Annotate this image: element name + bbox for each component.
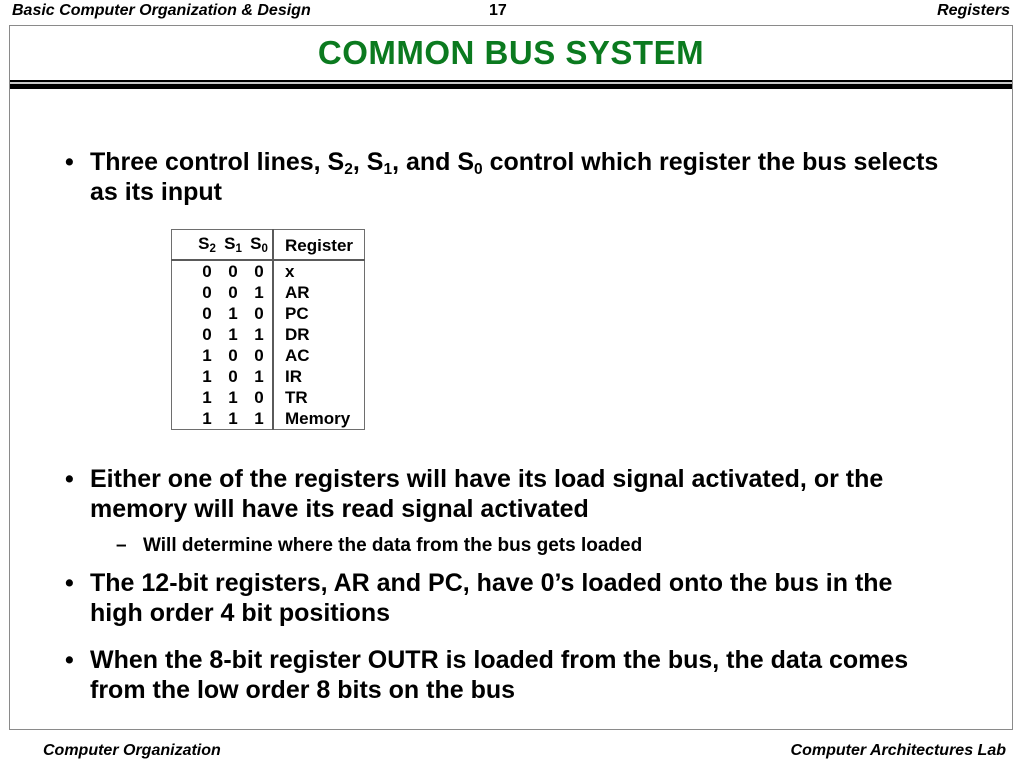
- bit-s0: 1: [254, 409, 264, 428]
- table-header-register: Register: [272, 229, 365, 261]
- title-rule-gap: [10, 82, 1012, 84]
- table-header-row: S2 S1 S0 Register: [171, 229, 365, 261]
- row-register: Memory: [272, 408, 365, 430]
- bullet-text-2: Either one of the registers will have it…: [90, 465, 884, 523]
- footer-right-label: Computer Architectures Lab: [790, 742, 1006, 759]
- bit-s2: 0: [202, 304, 212, 323]
- header-section-label: Registers: [937, 2, 1010, 19]
- bullet-marker-icon: •: [65, 569, 74, 597]
- row-register: AC: [272, 345, 365, 366]
- running-footer: Computer Organization Computer Architect…: [0, 742, 1024, 764]
- subbullet-item-1: – Will determine where the data from the…: [116, 533, 916, 558]
- bit-s2: 0: [202, 325, 212, 344]
- title-rule-thick: [10, 84, 1012, 89]
- bullet-text-3: The 12-bit registers, AR and PC, have 0’…: [90, 569, 893, 627]
- header-s2: S2: [198, 234, 216, 255]
- bullet-marker-icon: •: [65, 465, 74, 493]
- row-register: DR: [272, 324, 365, 345]
- running-header: Basic Computer Organization & Design 17 …: [0, 2, 1024, 24]
- table-head: S2 S1 S0 Register: [171, 229, 365, 261]
- bit-s0: 1: [254, 283, 264, 302]
- bit-s0: 1: [254, 367, 264, 386]
- bit-s1: 1: [228, 409, 238, 428]
- bit-s2: 0: [202, 262, 212, 281]
- row-register: x: [272, 260, 365, 282]
- bit-s1: 0: [228, 262, 238, 281]
- header-page-number: 17: [489, 2, 507, 19]
- bit-s1: 0: [228, 367, 238, 386]
- bit-s1: 1: [228, 325, 238, 344]
- bit-s2: 1: [202, 409, 212, 428]
- footer-left-label: Computer Organization: [43, 742, 221, 759]
- bullet-item-3: • The 12-bit registers, AR and PC, have …: [60, 568, 920, 628]
- slide-content: • Three control lines, S2, S1, and S0 co…: [10, 89, 1012, 729]
- bit-s2: 1: [202, 367, 212, 386]
- bullet-item-2: • Either one of the registers will have …: [60, 464, 920, 524]
- slide-frame: COMMON BUS SYSTEM • Three control lines,…: [9, 25, 1013, 730]
- title-rule-thin: [10, 80, 1012, 82]
- bit-s1: 1: [228, 304, 238, 323]
- bullet-marker-icon: •: [65, 646, 74, 674]
- row-register: TR: [272, 387, 365, 408]
- row-register: IR: [272, 366, 365, 387]
- row-register: AR: [272, 282, 365, 303]
- row-register: PC: [272, 303, 365, 324]
- title-block: COMMON BUS SYSTEM: [10, 26, 1012, 79]
- page-title: COMMON BUS SYSTEM: [317, 33, 705, 71]
- bit-s2: 0: [202, 283, 212, 302]
- bit-s0: 0: [254, 388, 264, 407]
- bit-s0: 0: [254, 262, 264, 281]
- bit-s2: 1: [202, 346, 212, 365]
- header-s1: S1: [224, 234, 242, 255]
- bullet-text-4: When the 8-bit register OUTR is loaded f…: [90, 646, 909, 704]
- bit-s1: 1: [228, 388, 238, 407]
- table-header-bits: S2 S1 S0: [171, 229, 273, 261]
- header-s0: S0: [250, 234, 268, 255]
- bullet-item-4: • When the 8-bit register OUTR is loaded…: [60, 645, 925, 705]
- subbullet-text-1: Will determine where the data from the b…: [143, 535, 643, 556]
- bit-s2: 1: [202, 388, 212, 407]
- bit-s1: 0: [228, 346, 238, 365]
- bullet-item-1: • Three control lines, S2, S1, and S0 co…: [60, 147, 940, 207]
- header-course-label: Basic Computer Organization & Design: [12, 2, 311, 19]
- bullet-text-1: Three control lines, S2, S1, and S0 cont…: [90, 148, 939, 206]
- bit-s0: 0: [254, 304, 264, 323]
- bullet-marker-icon: •: [65, 148, 74, 176]
- bit-s0: 1: [254, 325, 264, 344]
- bit-s1: 0: [228, 283, 238, 302]
- dash-marker-icon: –: [116, 535, 127, 556]
- bit-s0: 0: [254, 346, 264, 365]
